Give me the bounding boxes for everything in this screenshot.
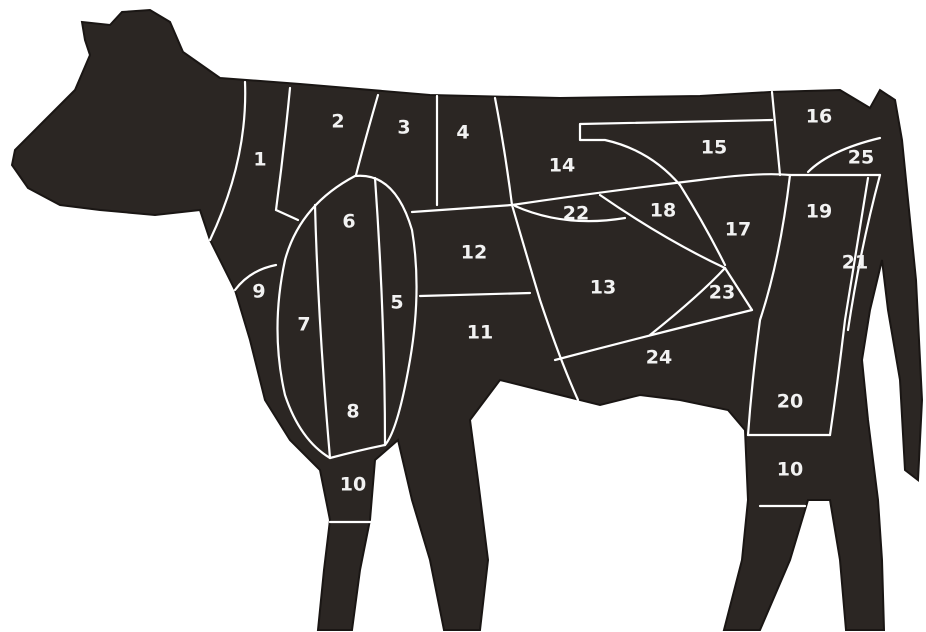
cut-label-22: 22 xyxy=(563,203,589,225)
cut-label-12: 12 xyxy=(461,242,487,264)
cut-label-6: 6 xyxy=(342,211,355,233)
cut-label-24: 24 xyxy=(646,347,672,369)
cut-label-2: 2 xyxy=(331,111,344,133)
cut-label-23: 23 xyxy=(709,282,735,304)
cut-label-21: 21 xyxy=(842,252,868,274)
cut-label-5: 5 xyxy=(390,292,403,314)
cut-label-3: 3 xyxy=(397,117,410,139)
cut-label-18: 18 xyxy=(650,200,676,222)
cut-label-25: 25 xyxy=(848,147,874,169)
cut-label-9: 9 xyxy=(252,281,265,303)
cut-label-8: 8 xyxy=(346,401,359,423)
cut-label-19: 19 xyxy=(806,201,832,223)
cut-label-10-rear: 10 xyxy=(777,459,803,481)
cut-label-13: 13 xyxy=(590,277,616,299)
cut-label-20: 20 xyxy=(777,391,803,413)
cut-label-10-front: 10 xyxy=(340,474,366,496)
cow-silhouette xyxy=(12,10,922,630)
cut-label-1: 1 xyxy=(253,149,266,171)
cut-label-15: 15 xyxy=(701,137,727,159)
cut-label-16: 16 xyxy=(806,106,832,128)
cut-label-11: 11 xyxy=(467,322,493,344)
cut-label-7: 7 xyxy=(297,314,310,336)
cut-label-17: 17 xyxy=(725,219,751,241)
cut-label-14: 14 xyxy=(549,155,575,177)
cut-label-4: 4 xyxy=(456,122,469,144)
